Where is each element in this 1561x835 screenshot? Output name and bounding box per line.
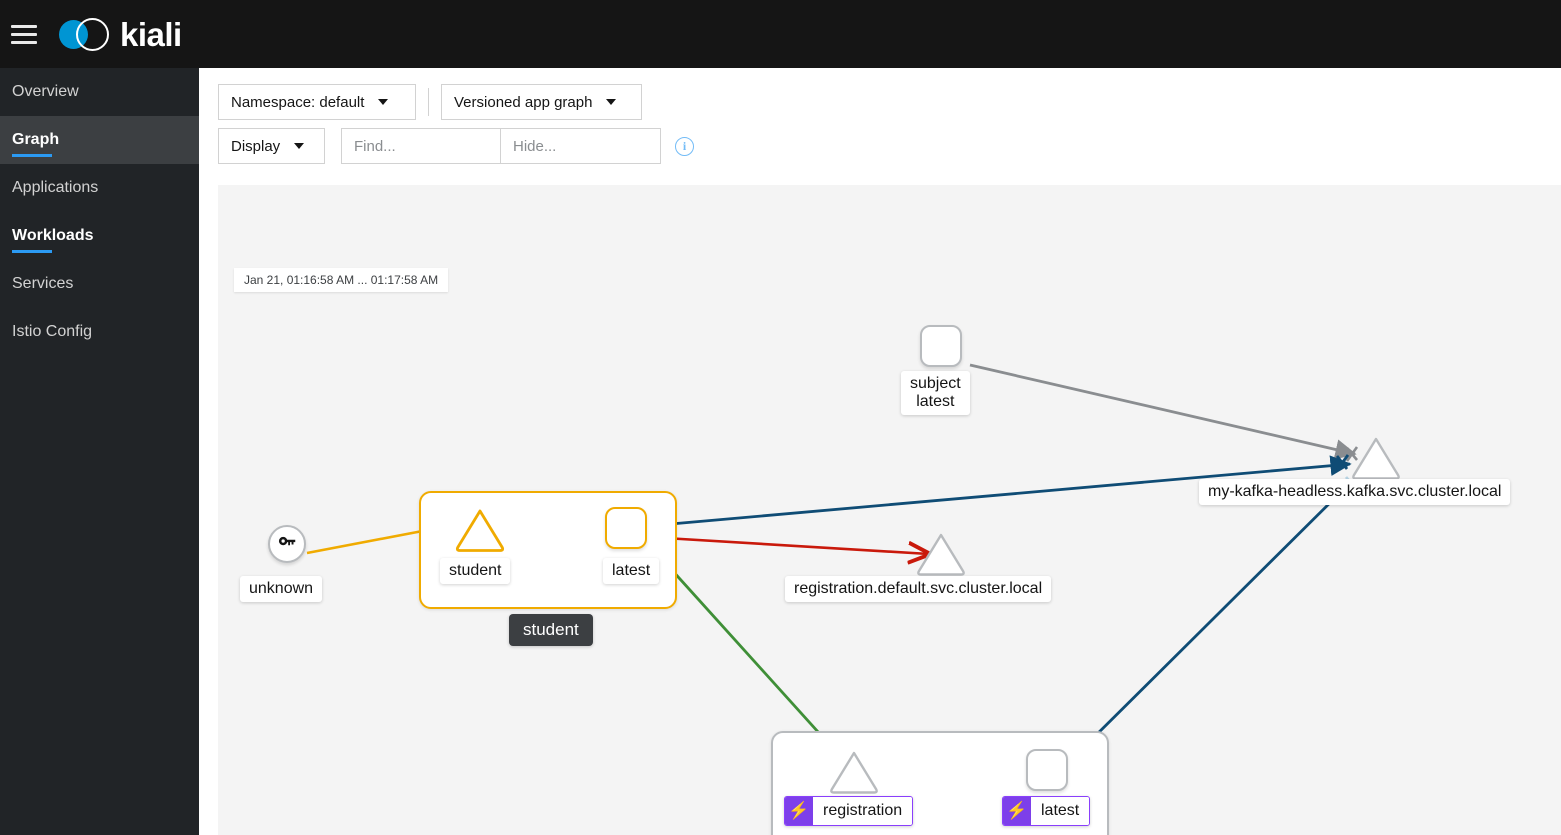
node-registration-svc-fqdn[interactable]	[915, 531, 967, 582]
main-content: Namespace: default Versioned app graph D…	[199, 68, 1561, 835]
hamburger-icon[interactable]	[11, 21, 37, 47]
node-label-text: unknown	[249, 580, 314, 597]
service-triangle-icon	[1352, 437, 1400, 480]
info-circle-icon[interactable]: i	[675, 136, 694, 156]
find-input-placeholder: Find...	[354, 137, 396, 155]
sidebar-item-services[interactable]: Services	[0, 260, 199, 308]
sidebar-item-label: Istio Config	[12, 323, 93, 340]
node-label-text: latest	[612, 562, 651, 579]
sidebar-item-label: Applications	[12, 179, 99, 196]
graph-type-select[interactable]: Versioned app graph	[441, 84, 642, 120]
chevron-down-icon	[294, 143, 305, 149]
hide-input-placeholder: Hide...	[513, 137, 557, 155]
edge-student-latest-to-kafka[interactable]	[647, 455, 1352, 528]
sidebar-nav: Overview Graph Applications Workloads Se…	[0, 68, 199, 835]
chevron-down-icon	[606, 99, 617, 105]
hamburger-bar	[11, 32, 37, 36]
node-label-line1: subject	[910, 375, 961, 392]
masthead: kiali	[0, 0, 1561, 68]
sidebar-item-istio-config[interactable]: Istio Config	[0, 308, 199, 356]
node-label-text: latest	[1031, 797, 1090, 826]
toolbar-row-filters: Namespace: default Versioned app graph	[218, 84, 1561, 120]
edge-student-latest-to-registration-svc[interactable]	[647, 535, 929, 554]
active-underline	[12, 250, 52, 253]
graph-toolbar: Namespace: default Versioned app graph D…	[199, 68, 1561, 164]
node-subject-latest[interactable]	[920, 325, 962, 367]
sidebar-item-label: Services	[12, 275, 74, 292]
sidebar-item-applications[interactable]: Applications	[0, 164, 199, 212]
node-label-subject-latest: subject latest	[901, 371, 970, 416]
node-student-service[interactable]	[454, 507, 506, 558]
node-label-text: registration	[813, 797, 913, 826]
node-label-registration-latest: ⚡ latest	[1002, 796, 1091, 827]
edge-subject-to-kafka[interactable]	[969, 363, 1357, 460]
node-label-student-latest: latest	[603, 558, 660, 585]
kiali-logo-icon	[59, 16, 111, 52]
node-label-kafka-headless: my-kafka-headless.kafka.svc.cluster.loca…	[1199, 479, 1511, 506]
key-icon	[278, 536, 296, 546]
hamburger-bar	[11, 24, 37, 28]
group-label-text: student	[523, 620, 579, 639]
sidebar-item-label: Workloads	[12, 227, 94, 244]
hamburger-bar	[11, 40, 37, 44]
edge-student-latest-to-registration[interactable]	[650, 547, 847, 764]
hide-input[interactable]: Hide...	[501, 128, 661, 164]
find-input[interactable]: Find...	[341, 128, 501, 164]
display-menu-button[interactable]: Display	[218, 128, 325, 164]
edge-registration-latest-to-kafka[interactable]	[1077, 478, 1355, 754]
node-label-line2: latest	[916, 393, 955, 411]
active-underline	[12, 154, 52, 157]
node-student-latest[interactable]	[605, 507, 647, 549]
graph-time-range-chip: Jan 21, 01:16:58 AM ... 01:17:58 AM	[234, 268, 449, 292]
sidebar-item-graph[interactable]: Graph	[0, 116, 199, 164]
node-label-registration-svc-fqdn: registration.default.svc.cluster.local	[785, 576, 1052, 603]
brand-name: kiali	[120, 15, 182, 53]
group-label-student: student	[509, 614, 593, 646]
bolt-icon: ⚡	[1003, 797, 1031, 826]
brand-logo[interactable]: kiali	[59, 16, 182, 52]
logo-ring	[76, 18, 109, 51]
service-triangle-icon	[830, 751, 878, 794]
graph-time-range-text: Jan 21, 01:16:58 AM ... 01:17:58 AM	[244, 273, 439, 287]
namespace-select-label: Namespace: default	[231, 93, 365, 111]
sidebar-item-label: Graph	[12, 131, 60, 148]
display-menu-label: Display	[231, 137, 281, 155]
bolt-icon: ⚡	[785, 797, 813, 826]
graph-edges-layer	[306, 363, 1359, 835]
node-registration-service[interactable]	[828, 749, 880, 800]
chevron-down-icon	[378, 99, 389, 105]
node-label-text: student	[449, 562, 502, 579]
sidebar-item-workloads[interactable]: Workloads	[0, 212, 199, 260]
service-triangle-icon	[455, 509, 505, 552]
sidebar-item-label: Overview	[12, 83, 79, 100]
toolbar-divider	[428, 88, 429, 116]
node-label-text: registration.default.svc.cluster.local	[794, 580, 1043, 597]
toolbar-row-display: Display Find... Hide... i	[218, 128, 1561, 164]
node-label-student-service: student	[440, 558, 511, 585]
node-kafka-headless[interactable]	[1350, 435, 1402, 486]
node-label-registration-service: ⚡ registration	[784, 796, 914, 827]
sidebar-item-overview[interactable]: Overview	[0, 68, 199, 116]
namespace-select[interactable]: Namespace: default	[218, 84, 416, 120]
node-label-text: my-kafka-headless.kafka.svc.cluster.loca…	[1208, 483, 1502, 500]
node-unknown[interactable]	[268, 525, 306, 563]
graph-canvas[interactable]: Jan 21, 01:16:58 AM ... 01:17:58 AM stud…	[218, 185, 1561, 835]
graph-type-select-label: Versioned app graph	[454, 93, 593, 111]
node-registration-latest[interactable]	[1026, 749, 1068, 791]
node-label-unknown: unknown	[240, 576, 323, 603]
service-triangle-icon	[917, 533, 965, 576]
